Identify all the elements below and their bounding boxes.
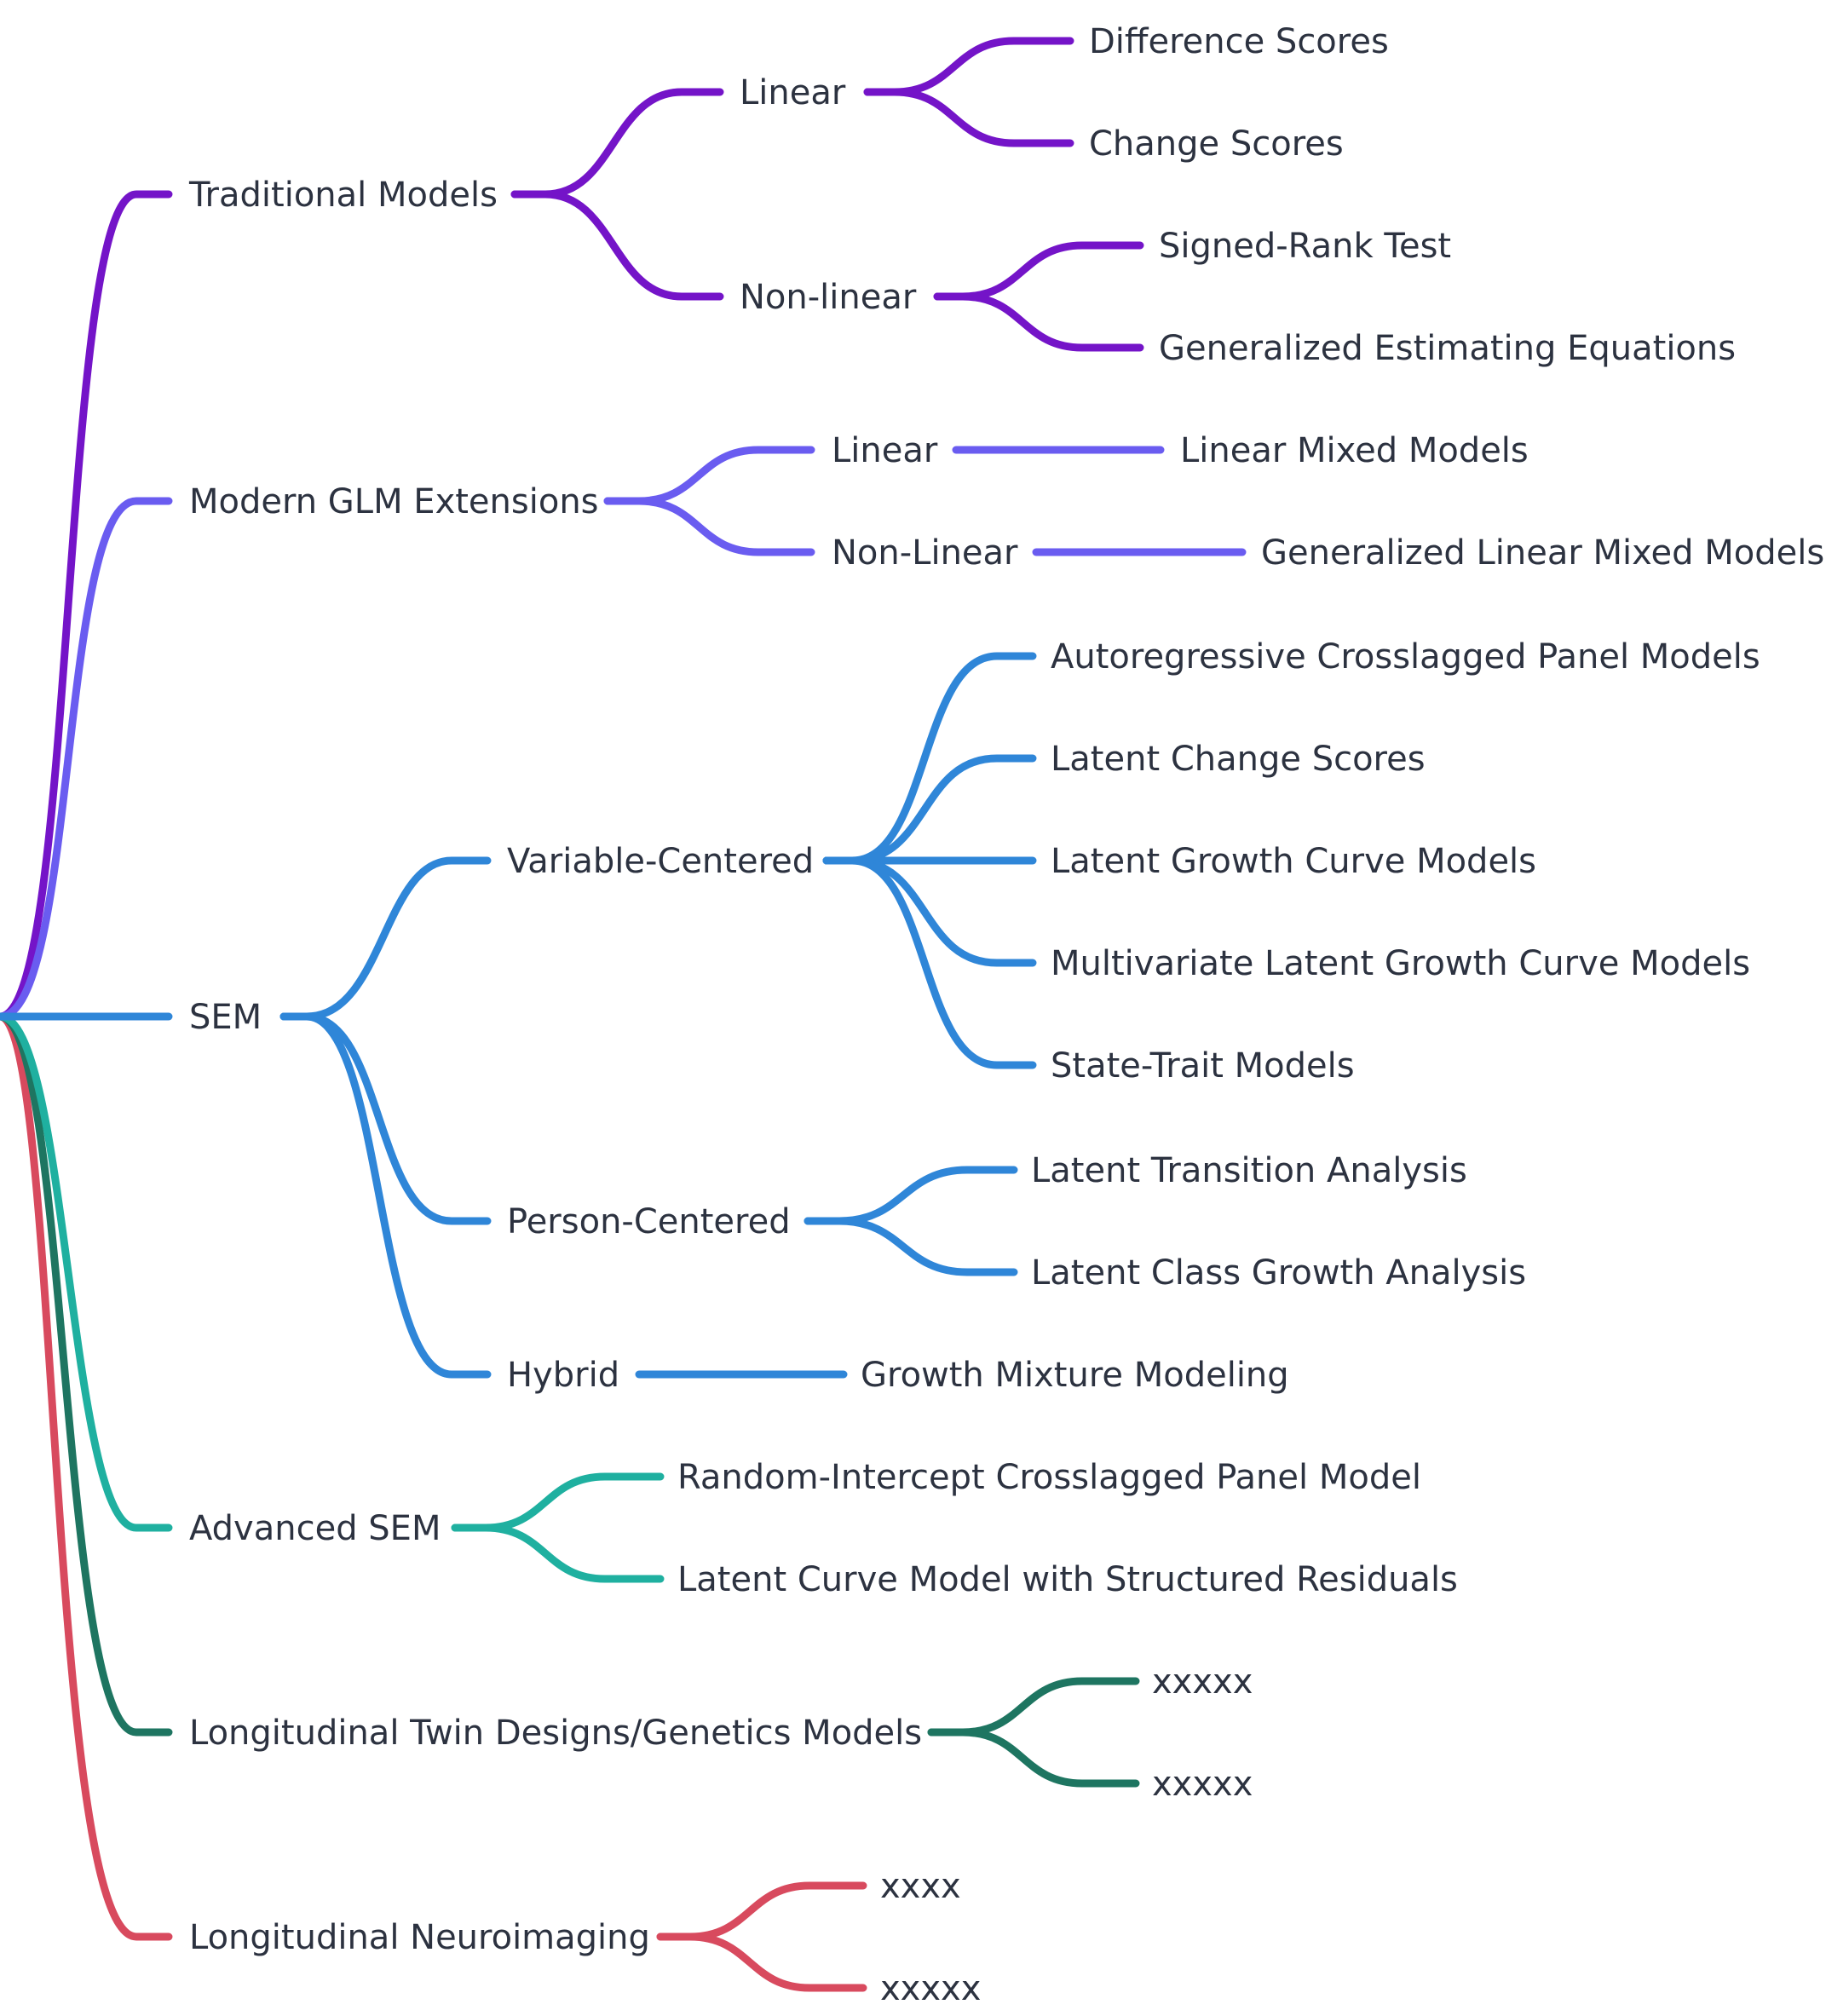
edge-root-advanced-sem — [0, 1012, 173, 1532]
edge-sem-hybrid — [279, 1012, 492, 1379]
node-modern-linear: Linear — [832, 431, 938, 470]
edge-root-modern-glm — [0, 497, 173, 1021]
leaf-mlgcm: Multivariate Latent Growth Curve Models — [1051, 944, 1750, 983]
edge-sem-person — [279, 1012, 492, 1225]
leaf-linear-mixed-models: Linear Mixed Models — [1180, 431, 1529, 470]
leaf-twin-2: xxxxx — [1152, 1765, 1253, 1804]
node-twin-genetics: Longitudinal Twin Designs/Genetics Model… — [189, 1714, 922, 1753]
leaf-twin-1: xxxxx — [1152, 1662, 1253, 1702]
edge-twin-child2 — [927, 1728, 1140, 1788]
leaf-gmm: Growth Mixture Modeling — [861, 1356, 1289, 1395]
edge-root-traditional — [0, 190, 173, 1021]
edge-traditional-linear — [510, 88, 724, 199]
node-traditional-models: Traditional Models — [188, 176, 498, 215]
node-hybrid: Hybrid — [507, 1356, 619, 1395]
edge-advanced-ricpm — [451, 1472, 665, 1532]
edge-neuro-child2 — [656, 1932, 867, 1992]
node-traditional-nonlinear: Non-linear — [740, 278, 917, 317]
leaf-state-trait: State-Trait Models — [1051, 1046, 1355, 1086]
leaf-lgcm: Latent Growth Curve Models — [1051, 842, 1536, 881]
edge-linear-change — [863, 88, 1074, 147]
edge-modern-nonlinear — [603, 497, 815, 556]
node-variable-centered: Variable-Centered — [507, 842, 814, 881]
edge-modern-linear — [603, 446, 815, 505]
node-neuroimaging: Longitudinal Neuroimaging — [189, 1918, 650, 1957]
edge-person-lta — [804, 1166, 1018, 1225]
leaf-lta: Latent Transition Analysis — [1031, 1151, 1467, 1190]
node-modern-nonlinear: Non-Linear — [832, 533, 1018, 573]
edge-nonlinear-signed-rank — [933, 241, 1144, 301]
edge-twin-child1 — [927, 1677, 1140, 1737]
edge-person-lcga — [804, 1217, 1018, 1276]
leaf-neuro-2: xxxxx — [880, 1969, 981, 2008]
node-traditional-linear: Linear — [740, 73, 846, 112]
node-sem: SEM — [189, 998, 262, 1037]
node-person-centered: Person-Centered — [507, 1202, 791, 1241]
node-advanced-sem: Advanced SEM — [189, 1509, 441, 1548]
edge-nonlinear-gee — [933, 292, 1144, 352]
node-modern-glm-extensions: Modern GLM Extensions — [189, 482, 599, 521]
leaf-lcga: Latent Class Growth Analysis — [1031, 1253, 1526, 1293]
leaf-signed-rank-test: Signed-Rank Test — [1159, 227, 1451, 266]
leaf-difference-scores: Difference Scores — [1089, 22, 1389, 61]
edge-advanced-lcmsr — [451, 1524, 665, 1583]
leaf-change-scores: Change Scores — [1089, 124, 1344, 164]
edge-traditional-nonlinear — [510, 190, 724, 301]
edge-variable-state-trait — [822, 856, 1037, 1069]
leaf-lcmsr: Latent Curve Model with Structured Resid… — [677, 1560, 1458, 1599]
leaf-gee: Generalized Estimating Equations — [1159, 329, 1736, 368]
edge-variable-lcs — [822, 754, 1037, 865]
edge-variable-mlgcm — [822, 856, 1037, 967]
edge-sem-variable — [279, 856, 492, 1021]
leaf-ricpm: Random-Intercept Crosslagged Panel Model — [677, 1458, 1421, 1497]
edge-linear-difference — [863, 37, 1074, 96]
leaf-latent-change-scores: Latent Change Scores — [1051, 740, 1426, 779]
leaf-generalized-linear-mixed-models: Generalized Linear Mixed Models — [1261, 533, 1824, 573]
leaf-neuro-1: xxxx — [880, 1867, 961, 1906]
edge-root-twin — [0, 1012, 173, 1737]
edge-root-neuro — [0, 1012, 173, 1941]
leaf-arcpm: Autoregressive Crosslagged Panel Models — [1051, 637, 1760, 677]
edge-neuro-child1 — [656, 1881, 867, 1941]
